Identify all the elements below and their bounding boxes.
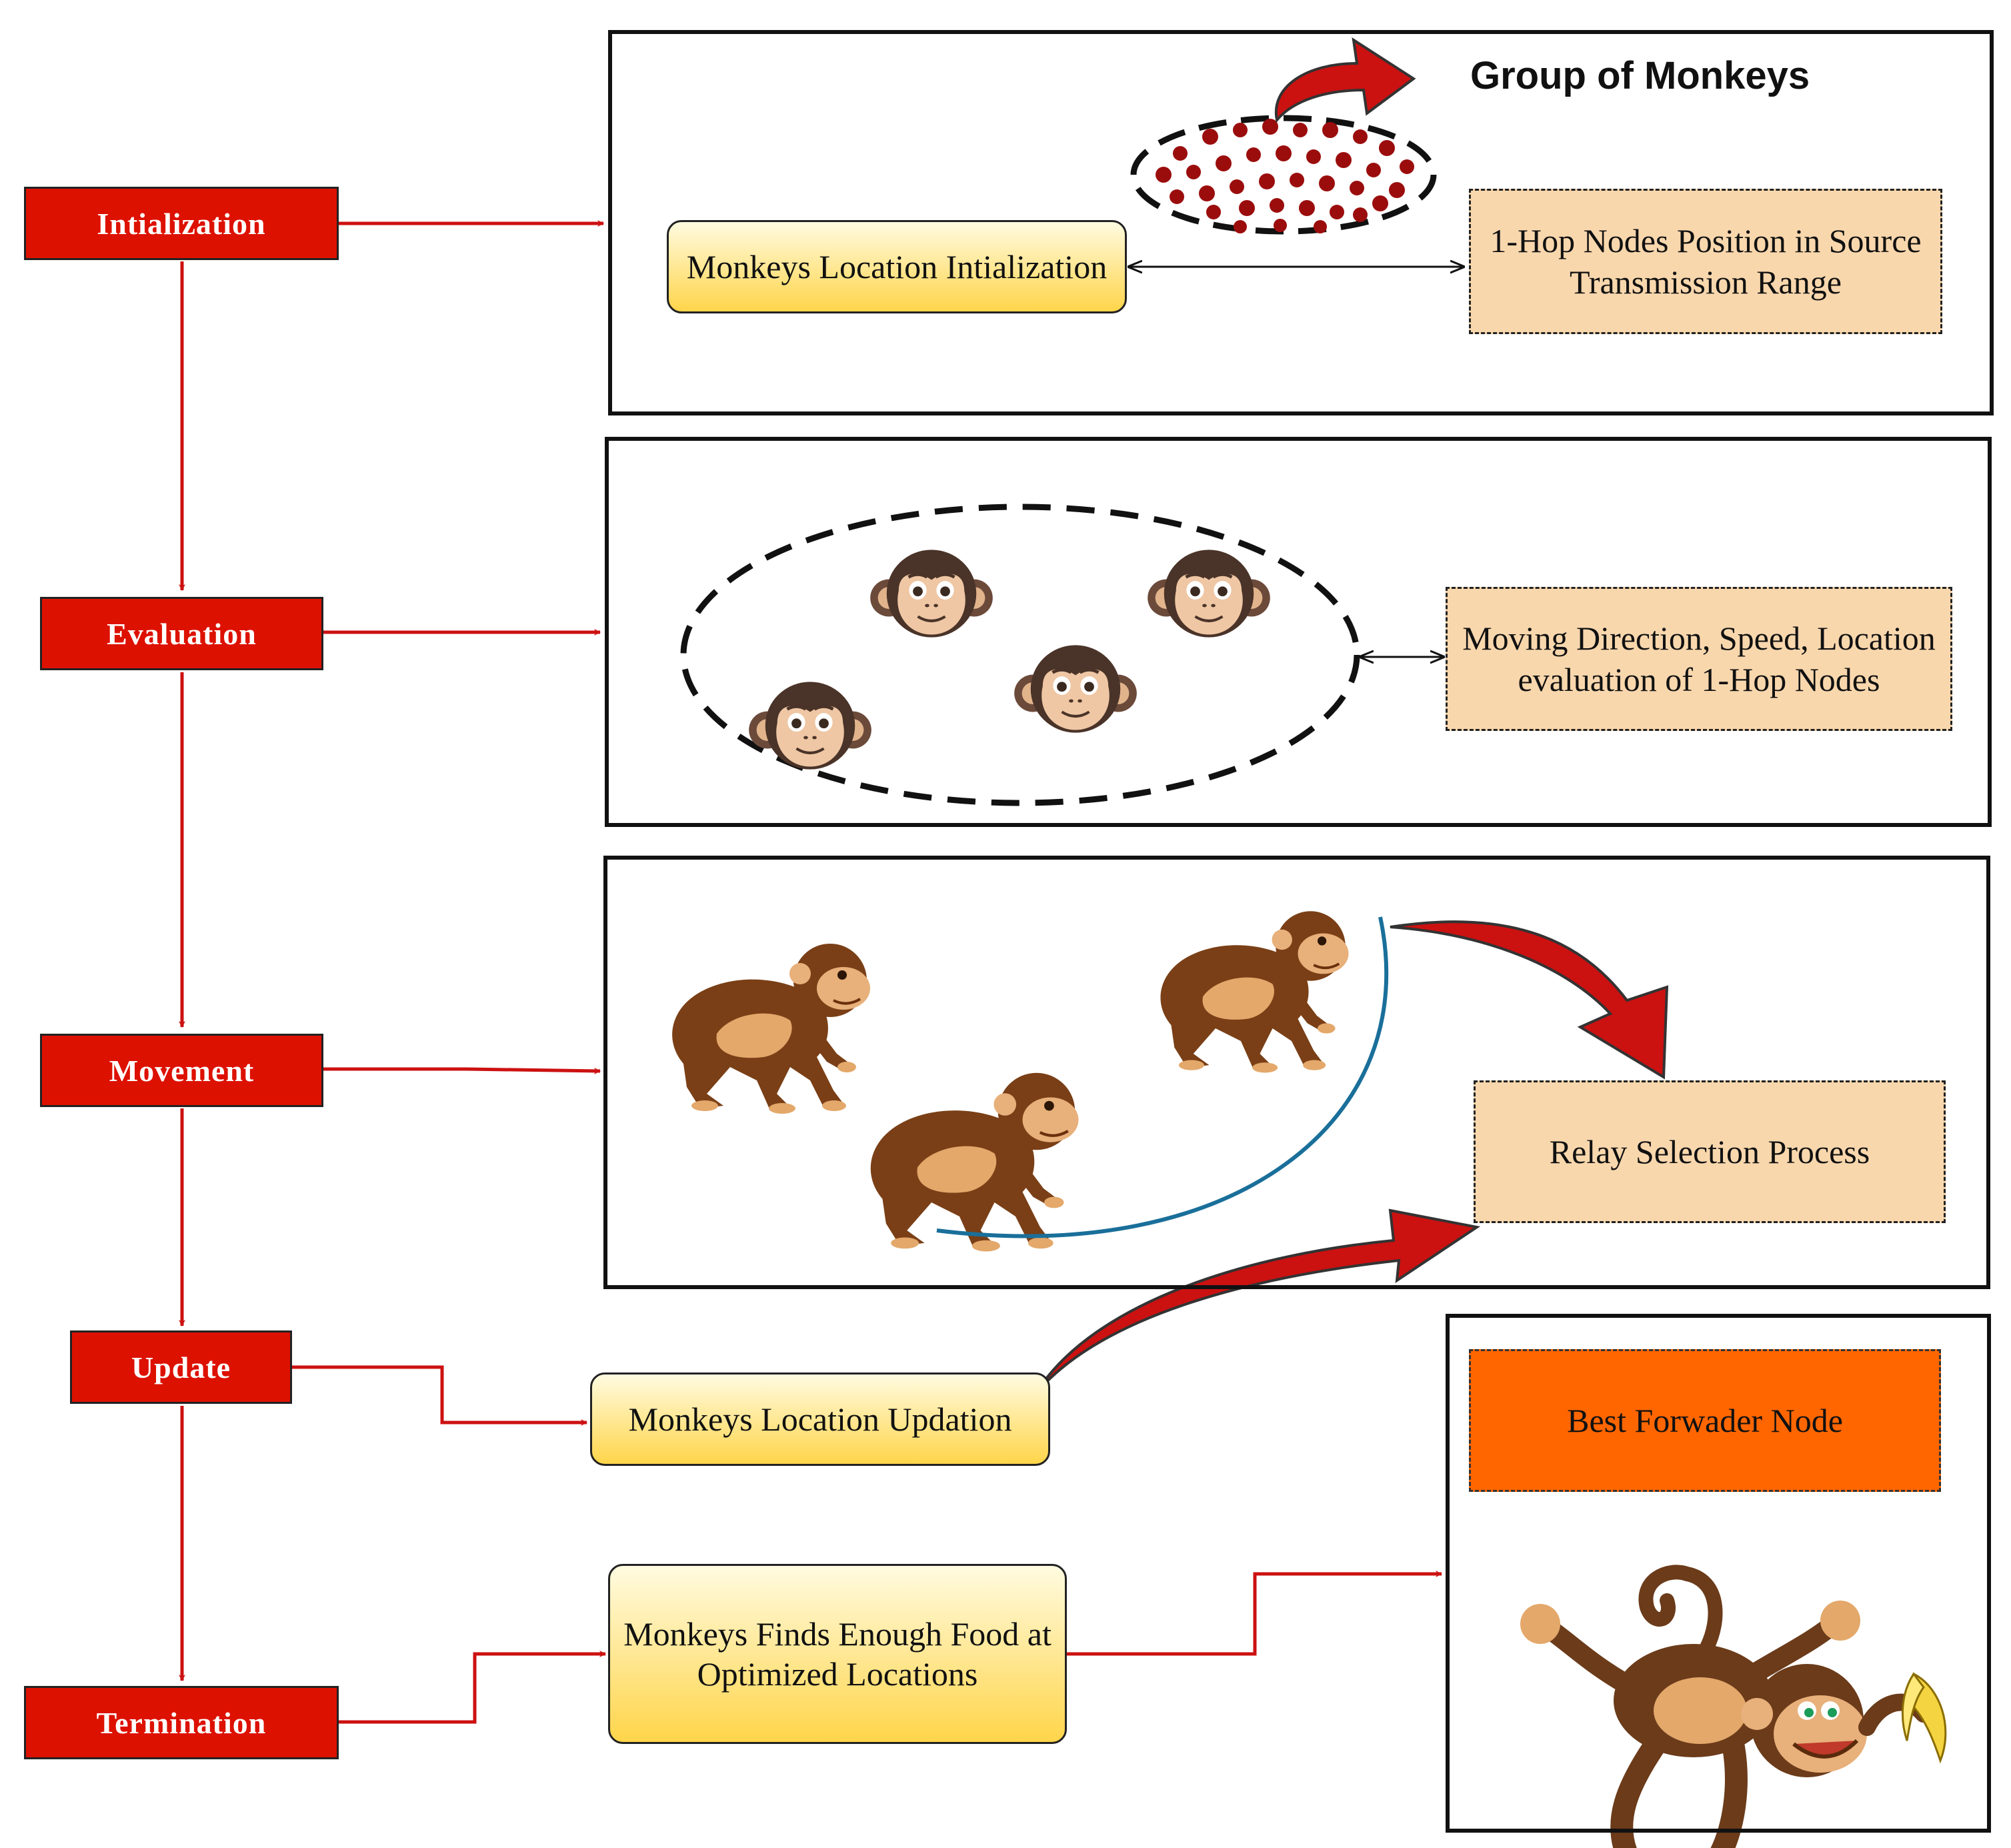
hop-nodes-position-box: 1-Hop Nodes Position in Source Transmiss…	[1469, 189, 1942, 334]
hanging-monkey-icon	[1520, 1565, 1947, 1848]
monkeys-location-updation-box: Monkeys Location Updation	[590, 1372, 1050, 1466]
movement-panel	[603, 856, 1990, 1289]
stage-update: Update	[70, 1330, 292, 1404]
stage-movement: Movement	[40, 1034, 323, 1107]
relay-selection-box: Relay Selection Process	[1474, 1080, 1946, 1223]
group-of-monkeys-title: Group of Monkeys	[1470, 54, 1810, 97]
arrow-box-to-final	[1067, 1571, 1442, 1656]
evaluation-panel	[605, 437, 1992, 827]
neighborhood-ellipse	[680, 504, 1360, 806]
moving-direction-box: Moving Direction, Speed, Location evalua…	[1446, 587, 1952, 731]
best-forwarder-node-box: Best Forwader Node	[1469, 1349, 1941, 1492]
curved-red-arrow	[1034, 1208, 1481, 1395]
curved-red-arrow	[1390, 920, 1669, 1080]
movement-arc	[936, 916, 1389, 1238]
monkeys-find-food-box: Monkeys Finds Enough Food at Optimized L…	[608, 1564, 1067, 1744]
initialization-panel	[608, 30, 1994, 415]
arrow-update-to-box	[292, 1365, 587, 1426]
stage-termination: Termination	[24, 1686, 339, 1759]
stage-evaluation: Evaluation	[40, 597, 323, 670]
banana-icon	[1902, 1672, 1947, 1764]
arrow-move-to-panel	[323, 1067, 601, 1074]
final-panel	[1446, 1314, 1991, 1833]
monkey-group-dots	[1130, 115, 1437, 235]
monkeys-location-init-box: Monkeys Location Intialization	[667, 220, 1127, 313]
curved-red-arrow	[1274, 37, 1416, 123]
arrow-term-to-box	[339, 1651, 606, 1724]
stage-initialization: Intialization	[24, 187, 339, 260]
